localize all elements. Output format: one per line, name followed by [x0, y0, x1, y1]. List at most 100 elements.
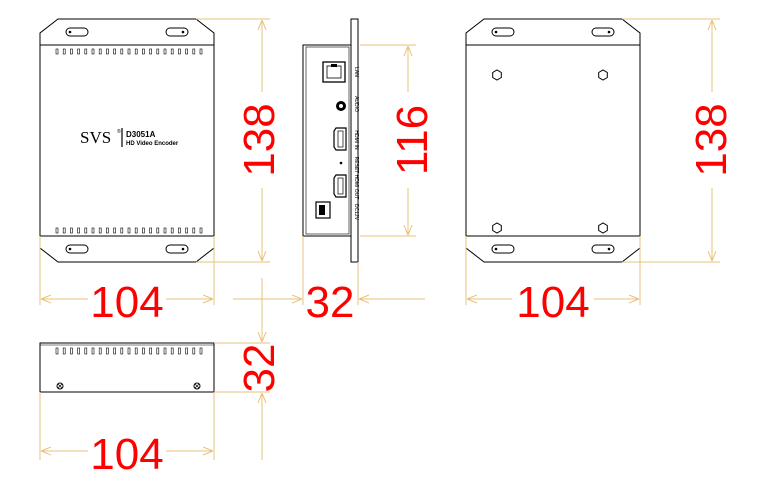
- vent-slot: [170, 48, 174, 55]
- vent-slot: [77, 48, 80, 55]
- vent-slot: [178, 227, 181, 234]
- vent-slot: [70, 347, 73, 355]
- mount-slot-bottom-right: [165, 244, 189, 254]
- dc-power-jack: [315, 201, 331, 219]
- front-width-label: 104: [90, 278, 163, 327]
- hdmi-out-label: HDMI OUT: [353, 175, 359, 200]
- vent-slot: [62, 48, 66, 55]
- svg-text:®: ®: [117, 128, 121, 135]
- vent-slot: [142, 347, 145, 355]
- lan-label: LAN: [353, 67, 359, 77]
- side-depth-dimension: 32: [233, 236, 425, 327]
- vent-slot: [62, 347, 66, 355]
- profile-width-label: 104: [90, 430, 163, 479]
- vent-slot: [163, 48, 167, 55]
- back-feet: [492, 69, 608, 234]
- vent-slot: [98, 347, 102, 355]
- hdmi-in-port: [333, 127, 347, 151]
- profile-body: [39, 342, 215, 393]
- front-width-dimension: 104: [39, 236, 215, 327]
- vent-slot: [84, 48, 88, 55]
- audio-jack: [336, 101, 346, 111]
- vent-slot: [156, 48, 160, 55]
- vent-slot: [178, 48, 181, 55]
- vent-slot: [163, 347, 167, 355]
- vent-slot: [106, 48, 109, 55]
- vent-slot: [70, 48, 73, 55]
- hdmi-in-label: HDMI IN: [353, 130, 359, 150]
- vent-slot: [70, 227, 73, 234]
- vent-slot: [142, 48, 145, 55]
- vent-slot: [149, 347, 152, 355]
- vent-slot: [149, 48, 152, 55]
- side-depth-label: 32: [306, 278, 355, 327]
- back-height-dimension: 138: [622, 18, 736, 263]
- profile-height-dimension: 32: [214, 278, 284, 460]
- vents-bottom: [55, 227, 203, 234]
- front-height-label: 138: [235, 103, 284, 176]
- hex-foot: [492, 222, 502, 234]
- vent-slot: [91, 48, 95, 55]
- vent-slot: [178, 347, 181, 355]
- side-height-label: 116: [388, 105, 437, 175]
- vent-slot: [127, 227, 131, 234]
- profile-vents: [55, 347, 203, 355]
- hex-foot: [598, 222, 608, 234]
- profile-width-dimension: 104: [39, 392, 215, 479]
- mount-slot-top-right: [165, 27, 189, 37]
- profile-screw-left: [56, 382, 64, 390]
- reset-label: RESET: [353, 157, 359, 174]
- back-height-label: 138: [687, 103, 736, 176]
- vent-slot: [199, 347, 203, 355]
- side-view: LAN AUDIO HDMI IN RESET HDMI OUT DC12V: [302, 18, 359, 263]
- vent-slot: [134, 227, 138, 234]
- vent-slot: [106, 347, 109, 355]
- vent-slot: [91, 227, 95, 234]
- hdmi-out-port: [333, 174, 347, 198]
- vent-slot: [91, 347, 95, 355]
- hex-foot: [492, 69, 502, 81]
- model-number: D3051A: [126, 130, 156, 139]
- vent-slot: [113, 347, 116, 355]
- profile-screw-right: [193, 382, 201, 390]
- profile-height-label: 32: [235, 344, 284, 393]
- vent-slot: [55, 227, 59, 234]
- vent-slot: [98, 227, 102, 234]
- front-view: SVS ® D3051A HD Video Encoder: [39, 18, 215, 263]
- vent-slot: [156, 227, 160, 234]
- lan-port: [322, 61, 346, 83]
- model-subtitle: HD Video Encoder: [126, 141, 179, 147]
- vent-slot: [185, 48, 188, 55]
- vent-slot: [113, 48, 116, 55]
- vent-slot: [106, 227, 109, 234]
- vent-slot: [55, 48, 59, 55]
- vent-slot: [149, 227, 152, 234]
- back-view: [465, 18, 641, 263]
- side-height-dimension: 116: [360, 44, 437, 237]
- back-width-dimension: 104: [465, 236, 641, 327]
- vent-slot: [77, 347, 80, 355]
- vents-top: [55, 48, 203, 55]
- vent-slot: [170, 227, 174, 234]
- vent-slot: [84, 227, 88, 234]
- back-body: [465, 44, 641, 237]
- vent-slot: [77, 227, 80, 234]
- vent-slot: [120, 48, 124, 55]
- vent-slot: [127, 347, 131, 355]
- vent-slot: [120, 227, 124, 234]
- vent-slot: [199, 227, 203, 234]
- hex-foot: [598, 69, 608, 81]
- vent-slot: [84, 347, 88, 355]
- profile-view: [39, 342, 215, 393]
- dc-label: DC12V: [353, 204, 359, 221]
- audio-label: AUDIO: [353, 96, 359, 112]
- vent-slot: [134, 48, 138, 55]
- vent-slot: [55, 347, 59, 355]
- vent-slot: [127, 48, 131, 55]
- mount-slot-bottom-left: [65, 244, 89, 254]
- vent-slot: [192, 227, 196, 234]
- vent-slot: [185, 347, 188, 355]
- vent-slot: [120, 347, 124, 355]
- back-width-label: 104: [516, 278, 589, 327]
